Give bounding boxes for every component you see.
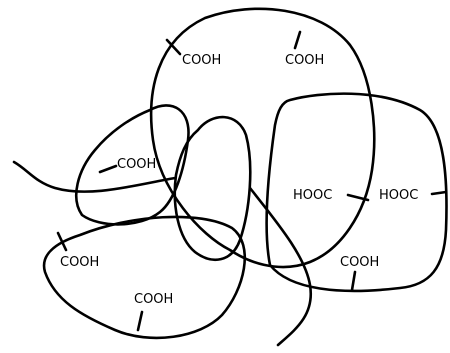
hooc-group-label: HOOC [293,188,332,203]
bond-g8 [138,312,142,330]
cooh-group-label: COOH [117,157,156,172]
hooc-group-label: HOOC [379,188,418,203]
bond-g2 [295,32,300,48]
cooh-group-label: COOH [134,292,173,307]
cooh-group-label: COOH [60,255,99,270]
cooh-group-label: COOH [285,53,324,68]
bond-g5 [432,192,446,194]
polymer-chain-bottom-loop [44,217,245,338]
cooh-group-label: COOH [182,53,221,68]
polymer-chain-upper-loop [151,9,374,267]
cooh-group-label: COOH [340,255,379,270]
bond-g3 [100,166,116,172]
bond-g7 [352,272,355,290]
